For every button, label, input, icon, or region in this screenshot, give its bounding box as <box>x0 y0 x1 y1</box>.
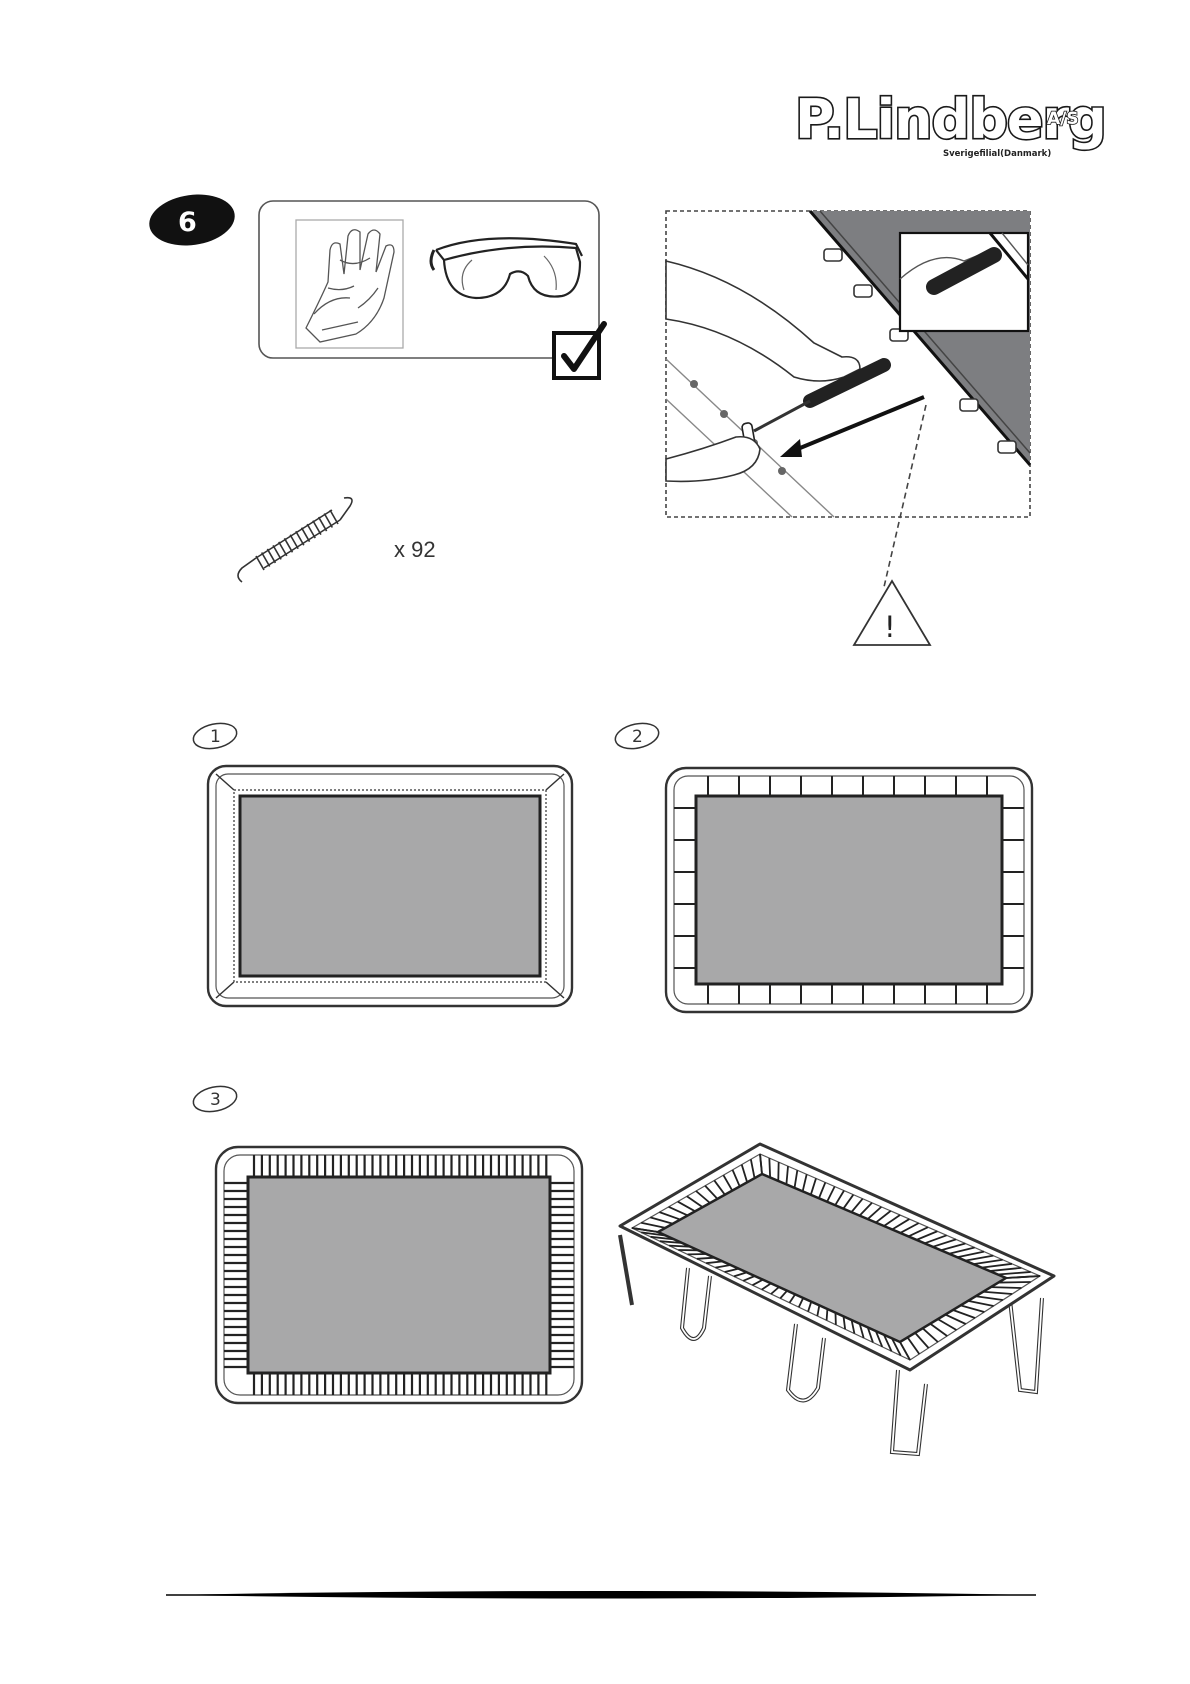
warning-symbol: ! <box>884 610 896 644</box>
warning-icon: ! <box>854 581 930 645</box>
substep-3-label: 3 <box>191 1083 239 1116</box>
installation-detail: ! <box>664 209 1034 653</box>
substep-1: 1 <box>190 722 580 1012</box>
trampoline-top-view-1 <box>208 766 572 1006</box>
svg-text:1: 1 <box>210 727 221 747</box>
substep-3: 3 <box>190 1085 590 1415</box>
substep-2: 2 <box>612 722 1032 1012</box>
required-tools-box <box>258 200 610 386</box>
checkbox-checked-icon <box>554 324 604 378</box>
trampoline-top-view-2 <box>666 768 1032 1012</box>
footer-rule <box>166 1588 1036 1602</box>
brand-subtitle: Sverigefilial(Danmark) <box>943 149 1051 159</box>
spring-icon <box>238 498 352 582</box>
zoom-inset <box>900 233 1028 331</box>
spring-part: x 92 <box>232 492 482 592</box>
step-number: 6 <box>178 207 197 238</box>
substep-1-label: 1 <box>191 720 239 753</box>
substep-2-label: 2 <box>613 720 661 753</box>
brand-logo: P.Lindberg A/S Sverigefilial(Danmark) <box>795 74 1095 164</box>
svg-text:2: 2 <box>632 727 643 747</box>
brand-suffix: A/S <box>1047 109 1079 129</box>
spring-quantity: x 92 <box>394 537 436 562</box>
trampoline-perspective-view <box>610 1140 1060 1460</box>
trampoline-top-view-3 <box>216 1147 582 1403</box>
svg-text:3: 3 <box>210 1090 221 1110</box>
step-badge: 6 <box>148 194 236 246</box>
